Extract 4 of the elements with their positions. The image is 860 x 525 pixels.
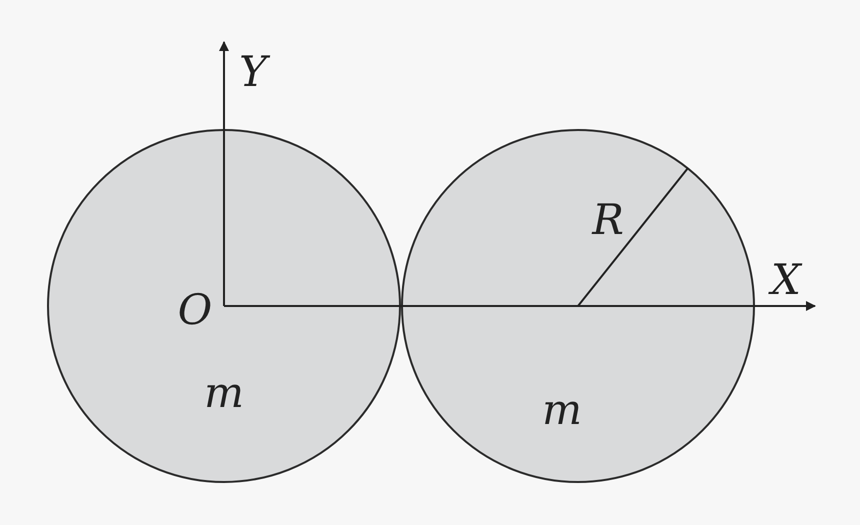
mass-label: m bbox=[204, 372, 244, 414]
radius-label: R bbox=[592, 199, 624, 241]
mass-label: m bbox=[542, 389, 582, 431]
origin-label: O bbox=[178, 289, 212, 331]
